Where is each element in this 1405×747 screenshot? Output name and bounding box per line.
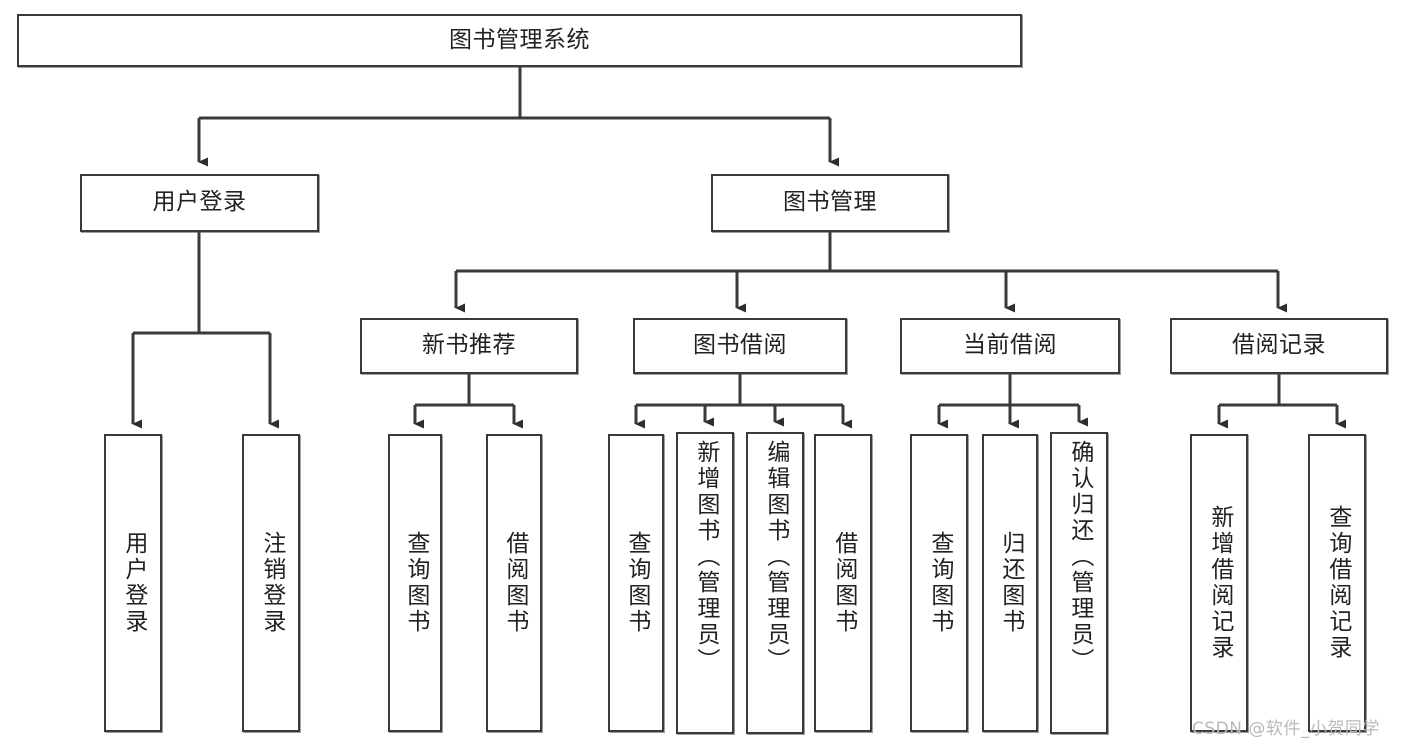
node-book-borrow[interactable]: 图书借阅: [633, 318, 847, 374]
node-current-borrow-label: 当前借阅: [963, 332, 1057, 359]
node-leaf-borrow-book-1-label: 借阅图书: [501, 531, 528, 635]
node-leaf-logout-label: 注销登录: [258, 531, 285, 635]
node-leaf-query-book-2[interactable]: 查询图书: [608, 434, 664, 732]
node-leaf-borrow-book-2-label: 借阅图书: [830, 531, 857, 635]
node-leaf-query-book-3-label: 查询图书: [926, 531, 953, 635]
node-leaf-query-book-1-label: 查询图书: [402, 531, 429, 635]
node-borrow-record[interactable]: 借阅记录: [1170, 318, 1388, 374]
node-book-manage-label: 图书管理: [783, 189, 877, 216]
node-new-book-recommend[interactable]: 新书推荐: [360, 318, 578, 374]
node-leaf-add-borrow-record[interactable]: 新增借阅记录: [1190, 434, 1248, 732]
node-leaf-user-login-label: 用户登录: [120, 531, 147, 635]
node-book-manage[interactable]: 图书管理: [711, 174, 949, 232]
node-current-borrow[interactable]: 当前借阅: [900, 318, 1120, 374]
node-leaf-edit-book-admin[interactable]: 编辑图书（管理员）: [746, 432, 804, 734]
node-user-login-label: 用户登录: [152, 189, 247, 216]
node-leaf-add-book-admin-label: 新增图书（管理员）: [692, 440, 719, 674]
node-leaf-logout[interactable]: 注销登录: [242, 434, 300, 732]
node-leaf-return-book[interactable]: 归还图书: [982, 434, 1038, 732]
node-book-borrow-label: 图书借阅: [693, 332, 787, 359]
node-leaf-query-book-2-label: 查询图书: [623, 531, 650, 635]
node-leaf-add-borrow-record-label: 新增借阅记录: [1206, 505, 1233, 661]
node-leaf-confirm-return-admin-label: 确认归还（管理员）: [1066, 440, 1093, 674]
node-leaf-query-borrow-record[interactable]: 查询借阅记录: [1308, 434, 1366, 732]
node-root[interactable]: 图书管理系统: [17, 14, 1022, 67]
node-borrow-record-label: 借阅记录: [1232, 332, 1326, 359]
node-leaf-query-borrow-record-label: 查询借阅记录: [1324, 505, 1351, 661]
node-new-book-recommend-label: 新书推荐: [422, 332, 516, 359]
node-leaf-borrow-book-1[interactable]: 借阅图书: [486, 434, 542, 732]
node-root-label: 图书管理系统: [449, 26, 590, 53]
node-leaf-return-book-label: 归还图书: [997, 531, 1024, 635]
node-leaf-user-login[interactable]: 用户登录: [104, 434, 162, 732]
node-leaf-add-book-admin[interactable]: 新增图书（管理员）: [676, 432, 734, 734]
node-leaf-confirm-return-admin[interactable]: 确认归还（管理员）: [1050, 432, 1108, 734]
node-user-login[interactable]: 用户登录: [80, 174, 319, 232]
node-leaf-borrow-book-2[interactable]: 借阅图书: [814, 434, 872, 732]
node-leaf-edit-book-admin-label: 编辑图书（管理员）: [762, 440, 789, 674]
node-leaf-query-book-3[interactable]: 查询图书: [910, 434, 968, 732]
node-leaf-query-book-1[interactable]: 查询图书: [388, 434, 442, 732]
watermark: CSDN @软件_小贺同学: [1192, 719, 1380, 739]
